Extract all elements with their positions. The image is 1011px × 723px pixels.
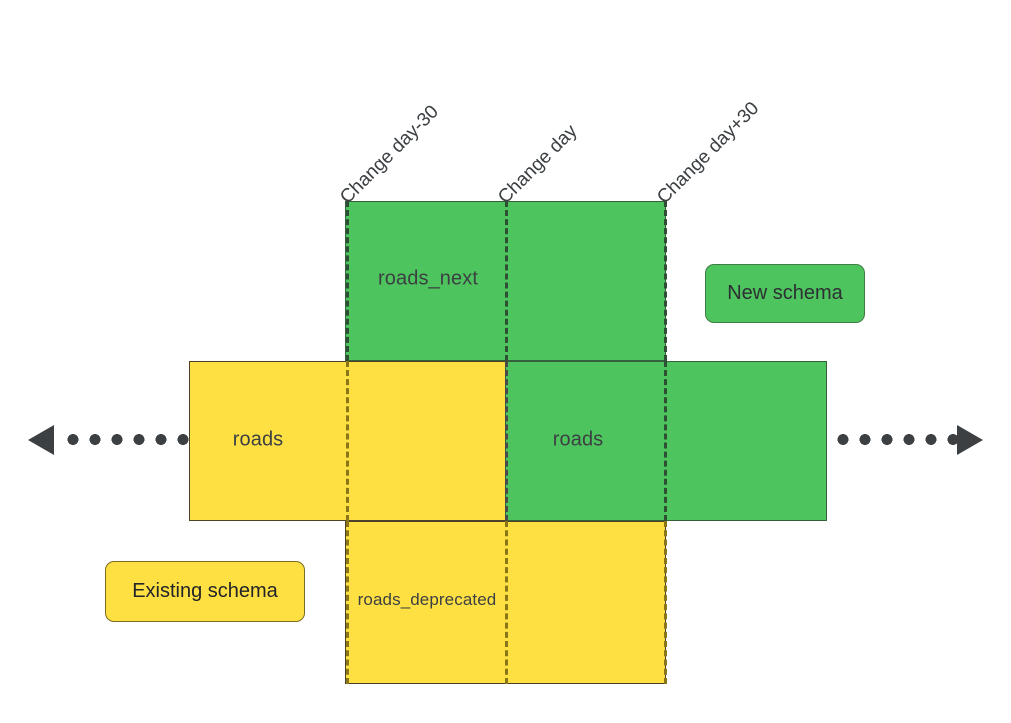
marker-line-change-day-plus-30-mid [664, 361, 667, 521]
marker-label-change-day: Change day [494, 120, 582, 209]
marker-line-change-day-top [505, 201, 508, 361]
timeline-arrow-left-icon [28, 425, 54, 455]
marker-line-change-day-minus-30-mid [346, 361, 349, 521]
band-label-roads-next: roads_next [378, 267, 478, 290]
band-label-roads-new: roads [552, 428, 604, 451]
band-label-roads-deprecated: roads_deprecated [357, 590, 497, 609]
band-label-roads-existing: roads [232, 428, 284, 451]
timeline-dots-left [62, 434, 190, 445]
marker-line-change-day-plus-30-top [664, 201, 667, 361]
timeline-dots-right [832, 434, 960, 445]
marker-label-change-day-minus-30: Change day-30 [336, 101, 443, 209]
legend-new-schema: New schema [705, 264, 865, 323]
legend-existing-schema-label: Existing schema [132, 580, 278, 602]
marker-line-change-day-mid [505, 361, 508, 521]
legend-existing-schema: Existing schema [105, 561, 305, 622]
marker-label-change-day-plus-30: Change day+30 [653, 97, 764, 209]
marker-line-change-day-minus-30-bottom [346, 521, 349, 684]
marker-line-change-day-minus-30-top [346, 201, 349, 361]
marker-line-change-day-bottom [505, 521, 508, 684]
timeline-arrow-right-icon [957, 425, 983, 455]
legend-new-schema-label: New schema [727, 282, 843, 304]
marker-line-change-day-plus-30-bottom [664, 521, 667, 684]
